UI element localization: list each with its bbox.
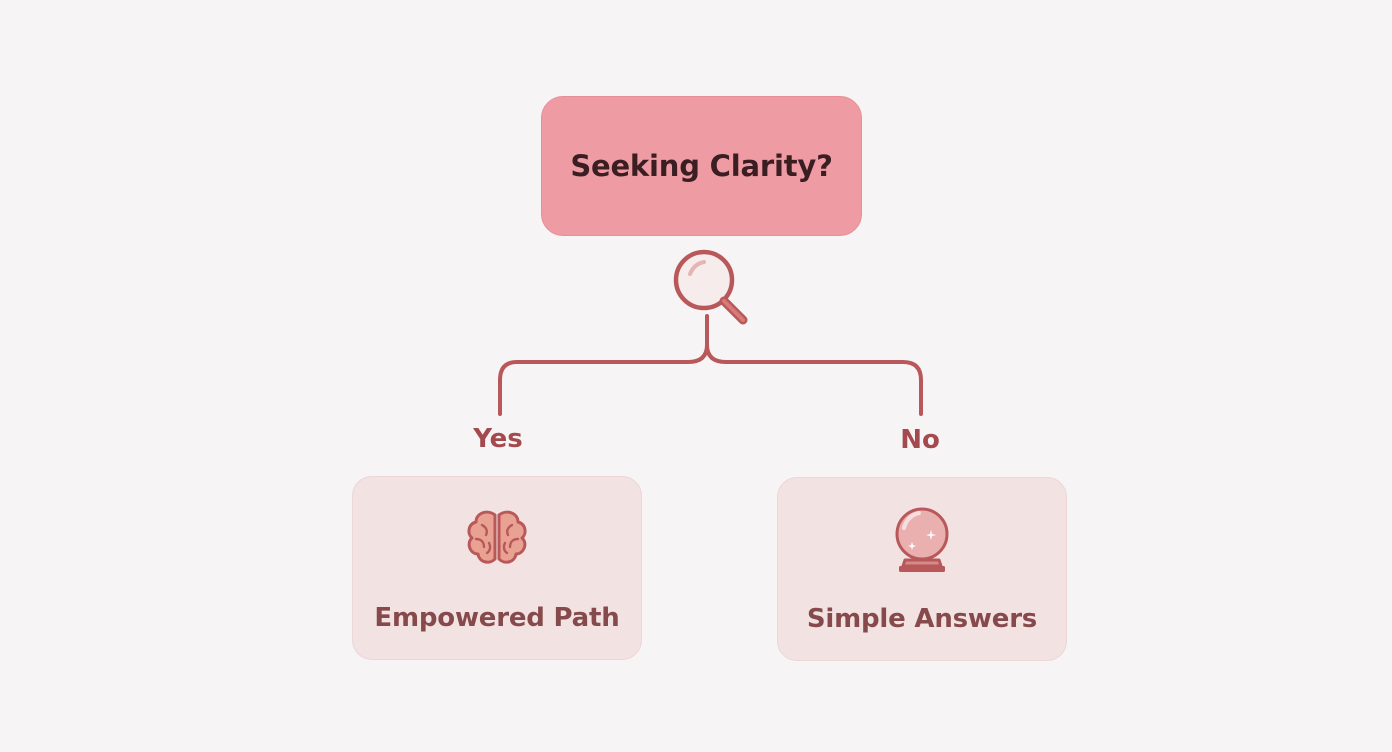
outcome-node-yes: Empowered Path [352, 476, 642, 660]
crystal-ball-icon [895, 507, 949, 572]
connector-no [705, 343, 923, 416]
brain-icon [467, 510, 527, 564]
outcome-label-yes: Empowered Path [374, 603, 620, 633]
question-label: Seeking Clarity? [570, 149, 833, 183]
branch-label-yes: Yes [473, 424, 523, 454]
question-node: Seeking Clarity? [541, 96, 862, 236]
magnifying-glass-icon [673, 249, 748, 325]
outcome-label-no: Simple Answers [806, 604, 1038, 634]
outcome-node-no: Simple Answers [777, 477, 1067, 661]
connector-yes [498, 343, 709, 416]
branch-label-no: No [900, 425, 940, 455]
